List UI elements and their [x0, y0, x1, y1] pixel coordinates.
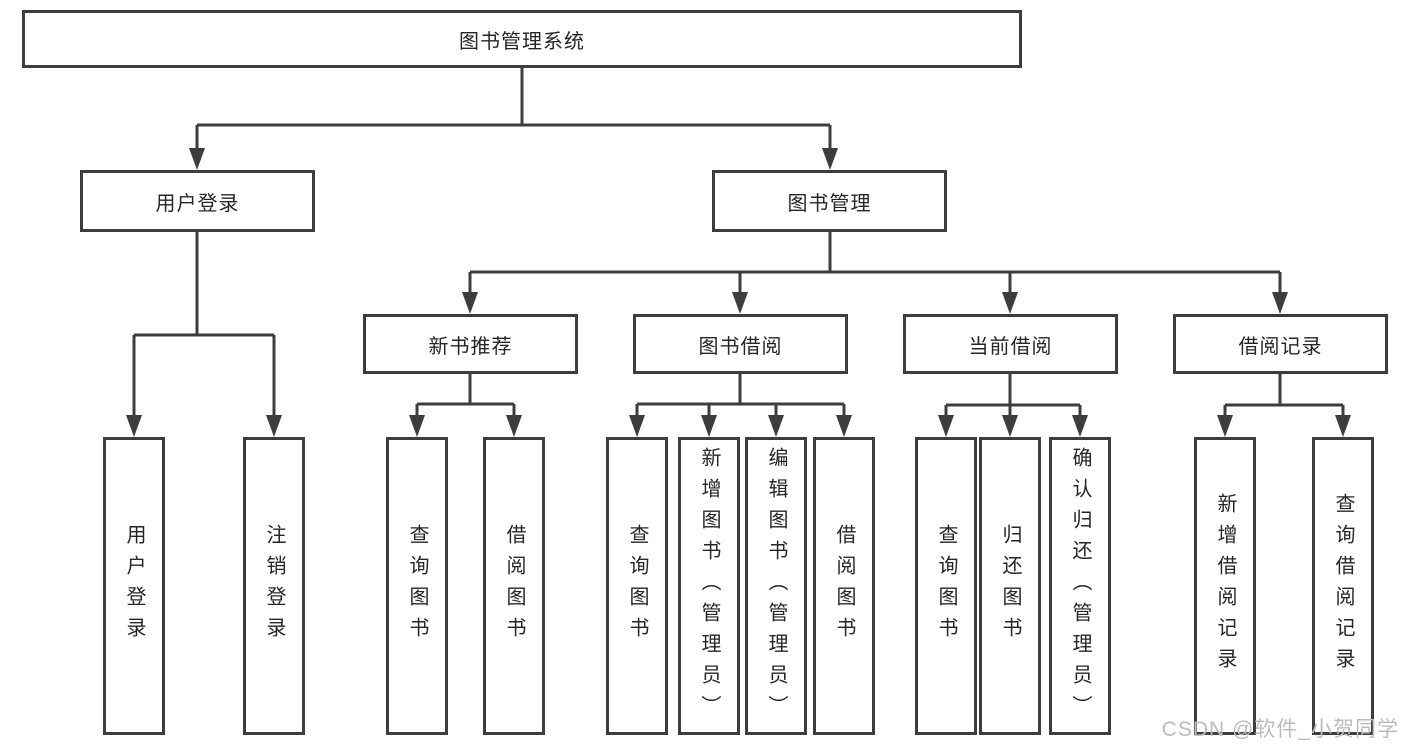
arrow-down-icon	[1272, 292, 1288, 314]
connector-new-book-rec-to-leaves	[415, 374, 516, 419]
node-label: 编辑图书（管理员）	[765, 446, 787, 726]
leaf-query-books-borrow: 查询图书	[606, 437, 668, 735]
node-label: 图书管理	[787, 192, 872, 215]
node-label: 借阅图书	[833, 524, 855, 648]
leaf-edit-books-admin: 编辑图书（管理员）	[745, 437, 807, 735]
node-label: 图书管理系统	[459, 30, 585, 53]
leaf-query-books-current: 查询图书	[915, 437, 977, 735]
arrow-down-icon	[409, 415, 425, 437]
node-label: 注销登录	[263, 524, 285, 648]
node-label: 查询图书	[626, 524, 648, 648]
connector-current-borrow-to-leaves	[944, 374, 1082, 419]
node-label: 当前借阅	[968, 335, 1053, 358]
arrow-down-icon	[1217, 415, 1233, 437]
leaf-query-borrow-record: 查询借阅记录	[1312, 437, 1374, 735]
node-root: 图书管理系统	[22, 10, 1022, 68]
arrow-down-icon	[266, 415, 282, 437]
connector-root-to-level2	[195, 68, 832, 152]
arrow-down-icon	[1072, 415, 1088, 437]
arrow-down-icon	[836, 415, 852, 437]
node-label: 用户登录	[123, 524, 145, 648]
arrow-down-icon	[629, 415, 645, 437]
connector-book-management-to-level3	[468, 232, 1282, 296]
leaf-add-books-admin: 新增图书（管理员）	[678, 437, 740, 735]
leaf-add-borrow-record: 新增借阅记录	[1194, 437, 1256, 735]
node-borrowing-records: 借阅记录	[1173, 314, 1388, 374]
arrow-down-icon	[1335, 415, 1351, 437]
node-label: 借阅图书	[503, 524, 525, 648]
arrow-down-icon	[462, 292, 478, 314]
arrowheads-new-book-rec	[409, 415, 522, 437]
leaf-borrow-books: 借阅图书	[813, 437, 875, 735]
leaf-user-login: 用户登录	[103, 437, 165, 735]
arrow-down-icon	[189, 148, 205, 170]
node-label: 查询借阅记录	[1332, 493, 1354, 679]
arrow-down-icon	[768, 415, 784, 437]
leaf-borrow-books-rec: 借阅图书	[483, 437, 545, 735]
arrowheads-current-borrow	[938, 415, 1088, 437]
leaf-confirm-return-admin: 确认归还（管理员）	[1049, 437, 1111, 735]
node-label: 借阅记录	[1238, 335, 1323, 358]
arrow-down-icon	[1002, 292, 1018, 314]
arrow-down-icon	[1002, 415, 1018, 437]
node-label: 查询图书	[406, 524, 428, 648]
arrowheads-root-to-level2	[189, 148, 838, 170]
arrow-down-icon	[506, 415, 522, 437]
arrow-down-icon	[822, 148, 838, 170]
node-user-login: 用户登录	[80, 170, 315, 232]
node-book-management: 图书管理	[712, 170, 947, 232]
node-label: 新书推荐	[428, 335, 513, 358]
node-label: 图书借阅	[698, 335, 783, 358]
connector-book-borrow-to-leaves	[635, 374, 846, 419]
node-book-borrowing: 图书借阅	[633, 314, 848, 374]
arrow-down-icon	[126, 415, 142, 437]
leaf-query-books-rec: 查询图书	[386, 437, 448, 735]
node-label: 查询图书	[935, 524, 957, 648]
node-current-borrowing: 当前借阅	[903, 314, 1118, 374]
node-label: 用户登录	[155, 192, 240, 215]
arrowheads-book-borrow	[629, 415, 852, 437]
connector-borrow-record-to-leaves	[1223, 374, 1345, 419]
node-label: 新增图书（管理员）	[698, 446, 720, 726]
arrow-down-icon	[938, 415, 954, 437]
node-label: 新增借阅记录	[1214, 493, 1236, 679]
node-label: 归还图书	[999, 524, 1021, 648]
leaf-return-books: 归还图书	[979, 437, 1041, 735]
arrow-down-icon	[701, 415, 717, 437]
node-label: 确认归还（管理员）	[1069, 446, 1091, 726]
arrowheads-user-login	[126, 415, 282, 437]
leaf-logout: 注销登录	[243, 437, 305, 735]
connector-user-login-to-leaves	[132, 232, 276, 419]
arrowheads-level3	[462, 292, 1288, 314]
arrowheads-borrow-record	[1217, 415, 1351, 437]
arrow-down-icon	[732, 292, 748, 314]
node-new-book-recommend: 新书推荐	[363, 314, 578, 374]
